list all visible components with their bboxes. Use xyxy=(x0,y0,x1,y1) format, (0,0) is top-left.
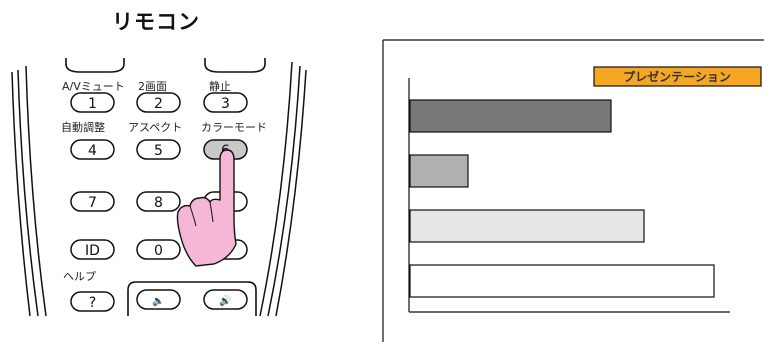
top-key-left[interactable] xyxy=(66,58,124,72)
label-freeze: 静止 xyxy=(209,79,231,93)
speaker-high-icon: 🔊 xyxy=(219,294,231,307)
color-bar xyxy=(410,155,468,187)
key-2-label: 2 xyxy=(154,96,163,112)
key-1-label: 1 xyxy=(88,96,97,112)
color-mode-indicator: プレゼンテーション xyxy=(594,67,761,86)
label-aspect: アスペクト xyxy=(128,121,182,134)
mode-label: プレゼンテーション xyxy=(623,69,731,84)
color-bar xyxy=(410,210,644,242)
key-0-label: 0 xyxy=(154,243,163,259)
key-8-label: 8 xyxy=(154,195,163,211)
label-help: ヘルプ xyxy=(63,270,96,283)
key-help[interactable]: ? xyxy=(71,292,114,311)
key-2[interactable]: 2 xyxy=(137,93,180,112)
key-1[interactable]: 1 xyxy=(71,93,114,112)
key-3[interactable]: 3 xyxy=(204,93,247,112)
volume-up-button[interactable]: 🔊 xyxy=(204,290,247,309)
key-7[interactable]: 7 xyxy=(71,192,114,211)
color-bar xyxy=(410,100,611,132)
label-auto-adjust: 自動調整 xyxy=(61,120,105,134)
key-id[interactable]: ID xyxy=(71,240,114,259)
key-4[interactable]: 4 xyxy=(71,140,114,159)
label-color-mode: カラーモード xyxy=(201,121,267,134)
key-5[interactable]: 5 xyxy=(137,140,180,159)
pressing-finger-icon xyxy=(177,150,236,266)
color-bars xyxy=(410,100,714,297)
key-id-label: ID xyxy=(85,243,100,259)
key-3-label: 3 xyxy=(221,96,230,112)
key-4-label: 4 xyxy=(88,143,97,159)
speaker-low-icon: 🔈 xyxy=(152,296,164,307)
color-bar xyxy=(410,265,714,297)
label-av-mute: A/Vミュート xyxy=(62,80,125,93)
volume-down-button[interactable]: 🔈 xyxy=(137,290,180,309)
key-help-label: ? xyxy=(89,295,96,311)
label-two-screen: 2画面 xyxy=(138,80,167,93)
key-8[interactable]: 8 xyxy=(137,192,180,211)
key-0[interactable]: 0 xyxy=(137,240,180,259)
top-key-right[interactable] xyxy=(205,58,265,72)
key-5-label: 5 xyxy=(154,143,163,159)
key-7-label: 7 xyxy=(88,195,97,211)
